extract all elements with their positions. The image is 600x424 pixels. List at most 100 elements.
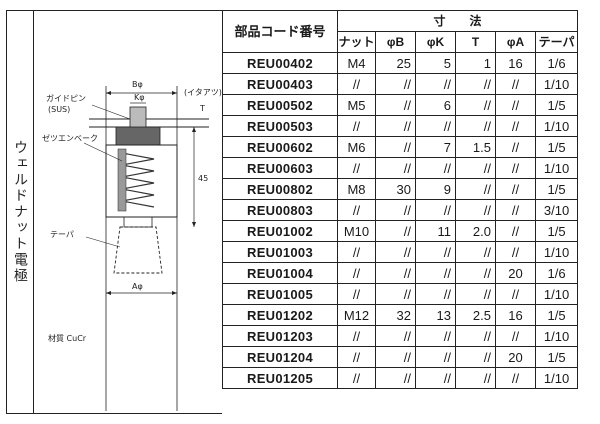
part-code: REU00802 [222,178,338,200]
table-row: REU00803//////////3/10 [222,199,579,221]
nut-size: M8 [337,178,376,200]
k-diameter: // [415,283,456,305]
b-diameter: // [375,115,416,137]
t-value: // [455,94,496,116]
a-diameter: // [495,136,536,158]
dim-45-arrow-top [192,127,196,132]
k-diameter: // [415,241,456,263]
t-value: // [455,325,496,347]
electrode-diagram: ガイドピン (SUS) Bφ Kφ (イタアツ) T ゼツエンベーク 45 テー… [42,80,222,411]
t-value: // [455,178,496,200]
t-value: // [455,115,496,137]
header-row-2: ナット φB φK T φA テーパ [223,31,579,53]
part-code: REU01205 [222,367,338,389]
label-t: T [199,104,205,113]
part-code: REU01005 [222,283,338,305]
b-diameter: // [375,346,416,368]
k-diameter: 5 [415,52,456,74]
part-code: REU01002 [222,220,338,242]
a-diameter: // [495,367,536,389]
t-value: // [455,199,496,221]
t-value: // [455,367,496,389]
part-code: REU00403 [222,73,338,95]
header-row-1: 部品コード番号 寸 法 [222,10,579,53]
nut-size: // [337,325,376,347]
a-diameter: // [495,283,536,305]
nut-size: // [337,241,376,263]
t-value: // [455,346,496,368]
taper-value: 1/5 [534,94,579,116]
t-value: 1 [455,52,496,74]
b-arrow-right [172,91,177,95]
k-diameter: 7 [415,136,456,158]
nut-size: // [337,283,376,305]
nut-size: M6 [337,136,376,158]
b-arrow-left [106,91,111,95]
nut-size: M4 [337,52,376,74]
a-diameter: // [495,199,536,221]
b-diameter: // [375,367,416,389]
side-title-box: ウェルドナット電極 [6,10,34,414]
insulator-block [117,148,127,212]
leader-guide-pin [91,104,131,120]
a-arrow-right [172,291,177,295]
col-a: φA [495,31,536,53]
nut-size: // [337,115,376,137]
nut-size: // [337,73,376,95]
table-row: REU00503//////////1/10 [222,115,579,137]
b-diameter: // [375,157,416,179]
b-diameter: // [375,199,416,221]
taper-value: 1/10 [534,157,579,179]
table-row: REU00403//////////1/10 [222,73,579,95]
taper-value: 1/6 [534,262,579,284]
nut-body [115,126,161,146]
taper-value: 1/5 [534,304,579,326]
part-code: REU01003 [222,241,338,263]
t-value: 2.5 [455,304,496,326]
table-row: REU01205//////////1/10 [222,367,579,389]
t-value: // [455,73,496,95]
k-diameter: 6 [415,94,456,116]
label-sus: (SUS) [48,105,70,114]
electrode-drawing: ガイドピン (SUS) Bφ Kφ (イタアツ) T ゼツエンベーク 45 テー… [34,10,222,414]
col-taper: テーパ [534,31,579,53]
part-code: REU00402 [222,52,338,74]
b-diameter: // [375,283,416,305]
taper-value: 1/10 [534,367,579,389]
nut-size: // [337,262,376,284]
k-diameter: // [415,325,456,347]
a-diameter: // [495,325,536,347]
part-code: REU00803 [222,199,338,221]
label-taper: テーパ [50,230,74,239]
col-t: T [455,31,496,53]
nut-size: // [337,367,376,389]
side-title: ウェルドナット電極 [12,140,28,284]
part-code: REU00603 [222,157,338,179]
taper-value: 1/10 [534,283,579,305]
k-diameter: // [415,73,456,95]
label-guide-pin: ガイドピン [46,93,86,103]
nut-size: M5 [337,94,376,116]
col-k: φK [415,31,456,53]
table-row: REU01203//////////1/10 [222,325,579,347]
label-k-diameter: Kφ [134,93,145,102]
k-diameter: 11 [415,220,456,242]
taper-value: 1/10 [534,325,579,347]
a-arrow-left [106,291,111,295]
b-diameter: 30 [375,178,416,200]
label-b-diameter: Bφ [132,80,143,89]
header-code: 部品コード番号 [222,10,338,53]
a-diameter: 20 [495,346,536,368]
k-diameter: // [415,346,456,368]
part-code: REU00602 [222,136,338,158]
k-diameter: // [415,157,456,179]
a-diameter: // [495,220,536,242]
header-dims: 寸 法 [336,10,579,32]
taper-value: 1/10 [534,115,579,137]
